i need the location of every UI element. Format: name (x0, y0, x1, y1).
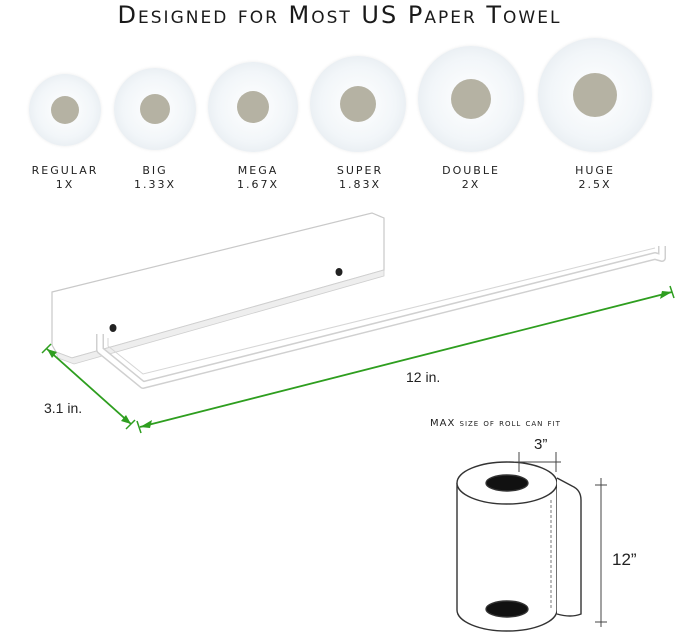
roll-regular (29, 74, 101, 146)
roll-multiplier: 1X (55, 178, 75, 191)
max-roll-title: MAX size of roll can fit (430, 418, 561, 429)
max-roll-drawing (456, 461, 582, 632)
roll-multiplier: 1.83X (338, 178, 382, 191)
roll-bottom (456, 609, 558, 632)
depth-label: 3.1 in. (44, 400, 83, 416)
roll-huge (538, 38, 652, 152)
length-arrow-start (140, 420, 152, 428)
holder-arm-inner (107, 247, 656, 375)
headline: Designed for Most US Paper Towel (117, 1, 562, 29)
roll-name: HUGE (575, 164, 615, 177)
length-tick-end (669, 285, 675, 299)
roll-name: REGULAR (31, 164, 99, 177)
diameter-label: 3” (534, 436, 548, 453)
roll-core (573, 73, 617, 117)
roll-core (237, 91, 269, 123)
roll-super (310, 56, 406, 152)
length-label: 12 in. (406, 369, 441, 385)
depth-tick-end (125, 419, 136, 430)
roll-big (114, 68, 196, 150)
holder-arm-highlight (97, 246, 665, 388)
roll-double (418, 46, 524, 152)
roll-core (51, 96, 79, 124)
height-indicator (595, 478, 607, 627)
roll-name: DOUBLE (442, 164, 500, 177)
roll-mega (208, 62, 298, 152)
roll-multiplier: 1.33X (133, 178, 177, 191)
roll-core (451, 79, 491, 119)
roll-multiplier: 1.67X (236, 178, 280, 191)
depth-arrow-end (121, 415, 131, 424)
roll-name: BIG (142, 164, 168, 177)
roll-multiplier: 2X (461, 178, 481, 191)
length-tick-start (136, 420, 142, 434)
screw-hole (109, 324, 117, 332)
roll-name: MEGA (237, 164, 279, 177)
length-dimension-line (139, 291, 673, 428)
depth-arrow-start (47, 349, 57, 358)
depth-dimension-line (46, 348, 132, 425)
roll-multiplier: 2.5X (578, 178, 612, 191)
depth-tick-start (41, 343, 52, 354)
roll-core (340, 86, 376, 122)
height-label: 12” (612, 550, 637, 569)
roll-tail-sheet (556, 477, 582, 617)
diameter-indicator (514, 452, 561, 472)
length-arrow-end (660, 291, 672, 299)
roll-top-core (485, 474, 529, 492)
roll-bottom-core (485, 600, 529, 618)
roll-name: SUPER (336, 164, 384, 177)
screw-hole (335, 268, 343, 276)
roll-core (140, 94, 170, 124)
